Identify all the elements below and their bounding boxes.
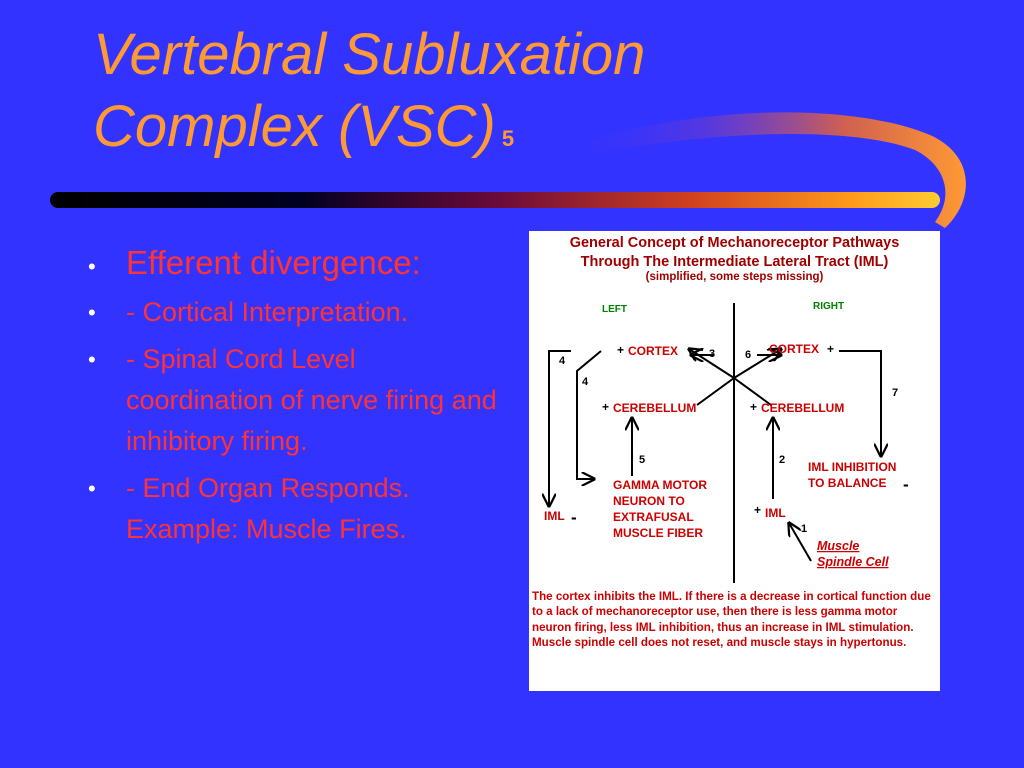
- decorative-swoosh: [50, 112, 966, 228]
- slide-number: 5: [501, 126, 515, 151]
- diagram-note: (simplified, some steps missing): [645, 271, 824, 283]
- plus-right-cerebellum: +: [750, 400, 757, 414]
- plus-left-cerebellum: +: [602, 400, 609, 414]
- minus-left-iml: -: [571, 508, 577, 527]
- plus-left-cortex: +: [617, 343, 624, 357]
- step-number-7: 7: [892, 387, 898, 399]
- arrow-1: [789, 523, 812, 562]
- step-number-3: 3: [709, 348, 715, 360]
- diagram-panel: General Concept of Mechanoreceptor Pathw…: [529, 231, 940, 691]
- title-line-1: Vertebral Subluxation: [93, 22, 646, 87]
- step-number-6: 6: [745, 349, 751, 361]
- step-number-5: 5: [639, 454, 645, 466]
- right-cortex-label: CORTEX: [769, 342, 819, 356]
- plus-right-iml: +: [754, 503, 761, 517]
- iml-inhibition-line-2: TO BALANCE: [808, 476, 886, 490]
- swoosh-arc: [560, 112, 966, 228]
- step-number-4-inner: 4: [582, 376, 589, 388]
- bullet-item: • - Cortical Interpretation.: [88, 292, 508, 333]
- iml-inhibition-line-1: IML INHIBITION: [808, 460, 896, 474]
- bullet-item: • - End Organ Responds. Example: Muscle F…: [88, 468, 508, 550]
- arrow-7: [839, 350, 881, 456]
- left-cortex-label: CORTEX: [628, 344, 678, 358]
- diagram-heading: General Concept of Mechanoreceptor Pathw…: [569, 235, 900, 251]
- arrow-3-tail: [733, 377, 772, 406]
- plus-right-cortex: +: [827, 342, 834, 356]
- gamma-line-4: MUSCLE FIBER: [613, 526, 703, 540]
- right-label: RIGHT: [813, 301, 844, 312]
- minus-inhibition: -: [903, 475, 909, 494]
- gamma-line-1: GAMMA MOTOR: [613, 478, 707, 492]
- step-number-2: 2: [779, 454, 785, 466]
- arrow-4-inner: [576, 350, 602, 479]
- spindle-line-1: Muscle: [817, 539, 859, 553]
- diagram-subheading: Through The Intermediate Lateral Tract (…: [580, 254, 889, 270]
- bullet-dot: •: [88, 347, 96, 372]
- bullet-dot: •: [88, 254, 96, 279]
- bullet-text: - End Organ Responds. Example: Muscle Fi…: [126, 473, 410, 544]
- left-cerebellum-label: CEREBELLUM: [613, 401, 696, 415]
- arrow-6-tail: [696, 377, 735, 406]
- bullet-dot: •: [88, 476, 96, 501]
- diagram-caption: The cortex inhibits the IML. If there is…: [532, 590, 931, 650]
- gamma-line-3: EXTRAFUSAL: [613, 510, 694, 524]
- right-iml-label: IML: [765, 506, 786, 520]
- title-line-2: Complex (VSC)5: [93, 96, 514, 170]
- bullet-text: - Cortical Interpretation.: [126, 297, 409, 327]
- step-number-1: 1: [801, 523, 807, 535]
- bullet-dot: •: [88, 300, 96, 325]
- gamma-line-2: NEURON TO: [613, 494, 685, 508]
- left-label: LEFT: [602, 304, 627, 315]
- left-iml-label: IML: [544, 509, 565, 523]
- right-cerebellum-label: CEREBELLUM: [761, 401, 844, 415]
- bullet-item: • Efferent divergence:: [88, 240, 508, 286]
- bullet-text: Efferent divergence:: [126, 244, 421, 281]
- swoosh-bar: [50, 192, 940, 208]
- arrow-4-outer: [549, 350, 571, 506]
- pathway-diagram: LEFT RIGHT + CORTEX CORTEX + + CEREBELLU…: [529, 301, 909, 583]
- step-number-4-outer: 4: [559, 355, 566, 367]
- bullet-list: • Efferent divergence: • - Cortical Interp…: [88, 240, 508, 556]
- spindle-line-2: Spindle Cell: [817, 555, 889, 569]
- bullet-text: - Spinal Cord Level coordination of nerv…: [126, 344, 497, 456]
- title-line-2-text: Complex (VSC): [93, 94, 496, 159]
- bullet-item: • - Spinal Cord Level coordination of ner…: [88, 339, 508, 462]
